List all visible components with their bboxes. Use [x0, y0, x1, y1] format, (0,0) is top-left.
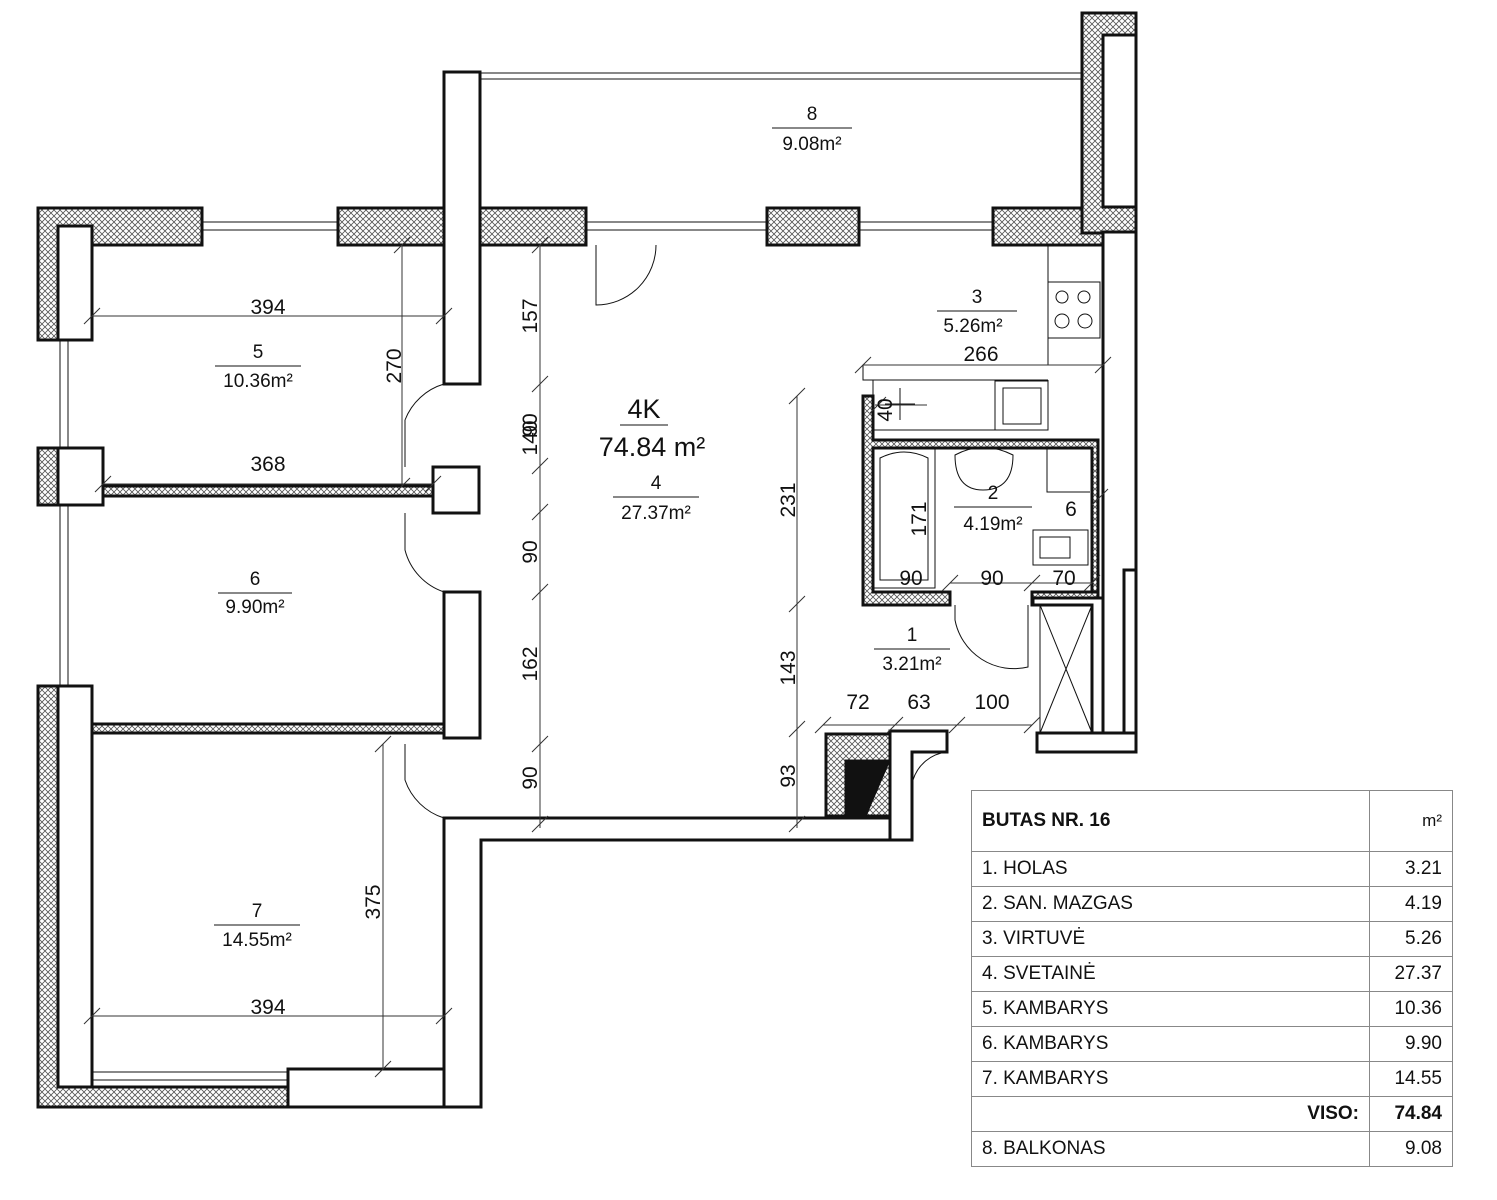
room-7-number: 7 [252, 901, 263, 922]
room-labels: 8 9.08m² 5 10.36m² 6 9.90m² 7 14.55m² 4K… [214, 104, 1032, 951]
dimension-lines [83, 236, 1112, 1078]
room-1-area: 3.21m² [882, 654, 941, 675]
dimension-labels: 394 368 394 270 375 157 140 90 90 162 90… [250, 296, 1076, 1019]
dim-157: 157 [519, 298, 542, 333]
dim-93: 93 [777, 764, 800, 787]
row-name: 4. SVETAINĖ [971, 956, 1370, 992]
dim-266: 266 [963, 343, 998, 366]
dim-room7-width: 394 [250, 996, 285, 1019]
row-name: 8. BALKONAS [971, 1131, 1370, 1167]
dim-162: 162 [519, 646, 542, 681]
dim-90-b: 90 [519, 540, 542, 563]
room-3-number: 3 [972, 287, 983, 308]
dim-room7-depth: 375 [362, 884, 385, 919]
dim-72: 72 [846, 691, 869, 714]
schedule-unit: m² [1369, 790, 1453, 852]
dim-140: 140 [519, 420, 542, 455]
row-name: 7. KAMBARYS [971, 1061, 1370, 1097]
table-row: 2. SAN. MAZGAS 4.19 [971, 886, 1453, 922]
apartment-total-area: 74.84 m² [599, 432, 706, 462]
table-row: 7. KAMBARYS 14.55 [971, 1061, 1453, 1097]
table-row: 4. SVETAINĖ 27.37 [971, 956, 1453, 992]
total-value: 74.84 [1369, 1096, 1453, 1132]
row-value: 27.37 [1369, 956, 1453, 992]
table-row: 5. KAMBARYS 10.36 [971, 991, 1453, 1027]
schedule-header-row: BUTAS NR. 16 m² [971, 790, 1453, 852]
room-2-area: 4.19m² [963, 514, 1022, 535]
row-value: 4.19 [1369, 886, 1453, 922]
room-6-number: 6 [250, 569, 261, 590]
row-value: 10.36 [1369, 991, 1453, 1027]
dim-room5-depth: 270 [383, 348, 406, 383]
doors [404, 244, 1029, 819]
room-4-area: 27.37m² [621, 503, 691, 524]
row-value: 9.90 [1369, 1026, 1453, 1062]
table-row: 8. BALKONAS 9.08 [971, 1131, 1453, 1167]
dim-room5-width: 394 [250, 296, 285, 319]
total-label: VISO: [971, 1096, 1370, 1132]
room-8-number: 8 [807, 104, 818, 125]
interior-walls [56, 70, 1138, 1109]
row-value: 5.26 [1369, 921, 1453, 957]
room-5-area: 10.36m² [223, 371, 293, 392]
schedule-total-row: VISO: 74.84 [971, 1096, 1453, 1132]
room-5-number: 5 [253, 342, 264, 363]
dim-bath-90-a: 90 [899, 567, 922, 590]
room-8-area: 9.08m² [782, 134, 841, 155]
room-2-number: 2 [988, 483, 999, 504]
dim-40: 40 [874, 398, 897, 421]
row-name: 5. KAMBARYS [971, 991, 1370, 1027]
dim-90-a: 90 [519, 413, 542, 436]
schedule-title: BUTAS NR. 16 [971, 790, 1370, 852]
dim-6: 6 [1065, 498, 1077, 521]
table-row: 6. KAMBARYS 9.90 [971, 1026, 1453, 1062]
room-1-number: 1 [907, 625, 918, 646]
dim-63: 63 [907, 691, 930, 714]
dim-90-c: 90 [519, 766, 542, 789]
row-name: 3. VIRTUVĖ [971, 921, 1370, 957]
table-row: 1. HOLAS 3.21 [971, 851, 1453, 887]
apartment-type: 4K [627, 394, 660, 424]
row-name: 1. HOLAS [971, 851, 1370, 887]
room-6-area: 9.90m² [225, 597, 284, 618]
row-value: 3.21 [1369, 851, 1453, 887]
dim-bath-70: 70 [1052, 567, 1075, 590]
dim-wall-368: 368 [250, 453, 285, 476]
dim-143: 143 [777, 650, 800, 685]
dim-231: 231 [777, 482, 800, 517]
row-value: 14.55 [1369, 1061, 1453, 1097]
dim-171: 171 [908, 501, 931, 536]
fixtures [844, 245, 1101, 817]
row-name: 2. SAN. MAZGAS [971, 886, 1370, 922]
room-schedule-table: BUTAS NR. 16 m² 1. HOLAS 3.21 2. SAN. MA… [971, 790, 1453, 1167]
row-value: 9.08 [1369, 1131, 1453, 1167]
dim-100: 100 [974, 691, 1009, 714]
windows [59, 72, 1083, 1081]
table-row: 3. VIRTUVĖ 5.26 [971, 921, 1453, 957]
dim-bath-90-b: 90 [980, 567, 1003, 590]
room-7-area: 14.55m² [222, 930, 292, 951]
room-4-number: 4 [651, 473, 662, 494]
row-name: 6. KAMBARYS [971, 1026, 1370, 1062]
room-3-area: 5.26m² [943, 316, 1002, 337]
